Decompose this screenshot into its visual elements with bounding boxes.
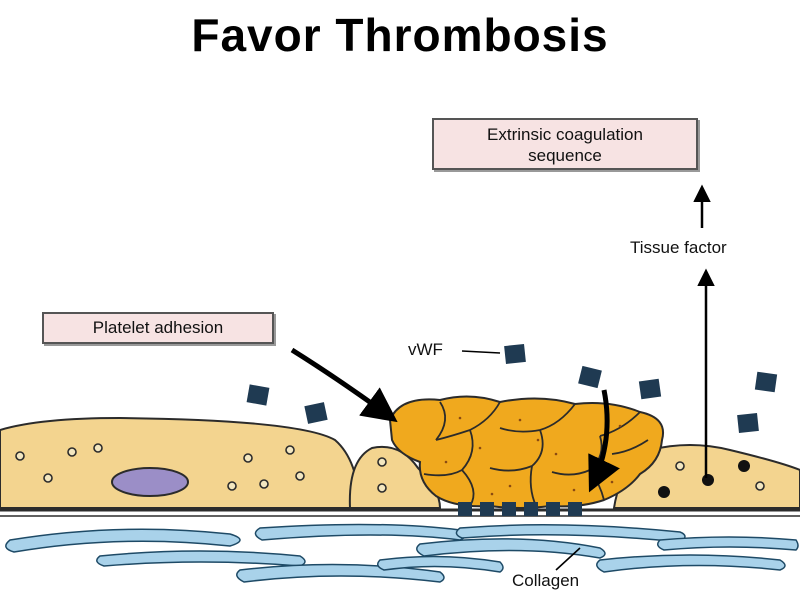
arrow-vwf-binding (588, 389, 620, 493)
platelet-speckles (444, 416, 622, 496)
arrow-platelet-adhesion (290, 347, 398, 423)
tissue-factor-label: Tissue factor (630, 238, 727, 257)
collagen-fibers (5, 523, 799, 583)
extrinsic-line2: sequence (528, 146, 602, 165)
cell-vesicles-small (377, 457, 387, 493)
platelet-adhesion-box: Platelet adhesion (42, 312, 274, 344)
page-title: Favor Thrombosis (191, 9, 609, 61)
extrinsic-line1: Extrinsic coagulation (487, 125, 643, 144)
collagen-leader-line (555, 547, 581, 571)
extrinsic-coagulation-box: Extrinsic coagulation sequence (432, 118, 698, 170)
vwf-anchors (458, 502, 582, 516)
collagen-label: Collagen (512, 571, 580, 590)
vwf-label: vWF (408, 340, 443, 359)
cell-vesicles-left (15, 443, 305, 491)
endothelial-cell-left (0, 416, 362, 509)
cell-nucleus (111, 467, 189, 497)
vwf-molecules (246, 344, 778, 433)
vwf-leader-line (461, 350, 501, 354)
